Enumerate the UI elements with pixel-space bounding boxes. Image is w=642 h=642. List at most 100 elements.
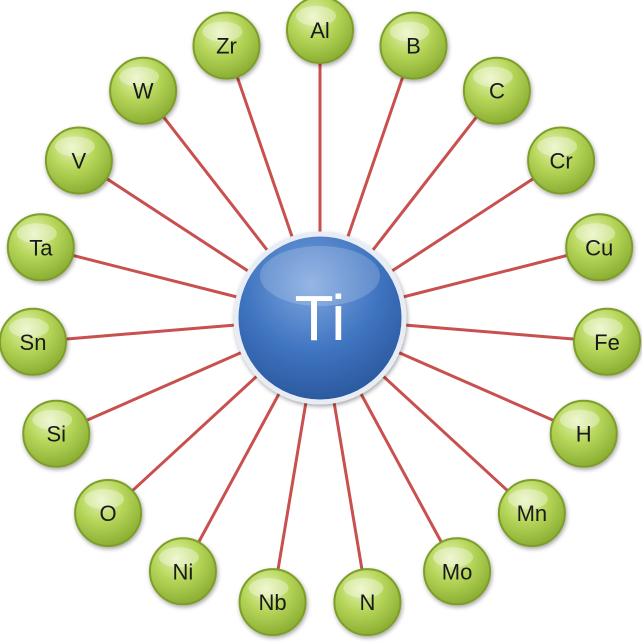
satellite-highlight <box>559 409 600 430</box>
satellite-highlight <box>202 21 243 42</box>
satellite-highlight <box>583 317 624 338</box>
center-node: Ti <box>233 231 407 405</box>
satellite-highlight <box>507 489 548 510</box>
satellite-node-c: C <box>462 56 531 125</box>
connector-line-n <box>331 396 364 572</box>
connector-line-c <box>367 114 480 256</box>
connector-line-mo <box>356 387 444 545</box>
satellite-node-mo: Mo <box>423 537 492 606</box>
satellite-highlight <box>248 578 289 599</box>
satellite-circle <box>0 307 67 376</box>
satellite-node-cu: Cu <box>565 213 634 282</box>
satellite-label: O <box>100 501 117 526</box>
satellite-label: C <box>489 79 505 104</box>
satellite-node-cr: Cr <box>527 126 596 195</box>
satellite-circle <box>497 479 566 548</box>
satellite-circle <box>74 479 143 548</box>
satellite-label: Sn <box>20 330 47 355</box>
connector-line-ta <box>70 253 243 300</box>
connector-line-si <box>84 348 248 423</box>
satellite-highlight <box>575 223 616 244</box>
satellite-circle <box>379 11 448 80</box>
satellite-highlight <box>16 223 57 244</box>
satellite-node-b: B <box>379 11 448 80</box>
satellite-circle <box>22 399 91 468</box>
satellite-highlight <box>119 66 160 87</box>
satellite-highlight <box>8 317 49 338</box>
satellite-label: Ta <box>29 235 53 260</box>
satellite-circle <box>44 126 113 195</box>
satellite-label: Si <box>46 422 66 447</box>
satellite-highlight <box>343 578 384 599</box>
satellite-circle <box>333 568 402 637</box>
connector-line-fe <box>399 323 577 341</box>
satellite-circle <box>109 56 178 125</box>
connector-line-nb <box>276 396 309 572</box>
satellite-circle <box>573 307 642 376</box>
satellite-node-ta: Ta <box>6 213 75 282</box>
satellite-label: N <box>359 590 375 615</box>
satellite-circle <box>565 213 634 282</box>
connector-line-cu <box>397 253 570 300</box>
satellite-node-h: H <box>549 399 618 468</box>
connector-line-v <box>104 176 254 276</box>
connector-line-mn <box>377 371 511 494</box>
satellite-circle <box>549 399 618 468</box>
satellite-highlight <box>158 547 199 568</box>
satellite-node-o: O <box>74 479 143 548</box>
satellite-highlight <box>32 409 73 430</box>
satellite-label: Cu <box>585 235 613 260</box>
satellite-node-w: W <box>109 56 178 125</box>
connector-line-cr <box>386 176 536 276</box>
connector-line-o <box>129 371 263 494</box>
connector-line-ni <box>196 387 284 545</box>
satellite-highlight <box>433 547 474 568</box>
satellite-node-ni: Ni <box>148 537 217 606</box>
satellite-label: W <box>133 79 154 104</box>
satellite-node-n: N <box>333 568 402 637</box>
connector-lines <box>63 61 577 572</box>
satellite-highlight <box>537 136 578 157</box>
satellite-label: Ni <box>173 559 194 584</box>
satellite-label: V <box>72 148 87 173</box>
satellite-circle <box>423 537 492 606</box>
satellite-highlight <box>54 136 95 157</box>
satellite-node-sn: Sn <box>0 307 67 376</box>
satellite-label: Mo <box>442 559 473 584</box>
satellite-node-al: Al <box>286 0 354 64</box>
satellite-node-mn: Mn <box>497 479 566 548</box>
satellite-label: Al <box>310 18 330 43</box>
satellite-label: H <box>576 422 592 447</box>
center-node-circle <box>233 231 407 405</box>
center-node-label: Ti <box>295 282 346 354</box>
satellite-node-v: V <box>44 126 113 195</box>
satellite-circle <box>462 56 531 125</box>
satellite-label: B <box>406 34 421 59</box>
satellite-node-si: Si <box>22 399 91 468</box>
connector-line-zr <box>235 74 296 243</box>
satellite-highlight <box>472 66 513 87</box>
satellite-node-zr: Zr <box>192 11 261 80</box>
satellite-label: Zr <box>216 34 237 59</box>
satellite-label: Mn <box>517 501 548 526</box>
satellite-circle <box>238 568 307 637</box>
satellite-circle <box>286 0 354 64</box>
connector-line-w <box>160 114 273 256</box>
connector-line-b <box>344 74 405 243</box>
satellite-highlight <box>84 489 125 510</box>
connector-line-sn <box>63 323 241 341</box>
satellite-highlight <box>296 6 336 26</box>
satellite-label: Fe <box>594 330 620 355</box>
satellite-circle <box>192 11 261 80</box>
satellite-node-nb: Nb <box>238 568 307 637</box>
satellite-highlight <box>389 21 430 42</box>
satellite-circle <box>148 537 217 606</box>
satellite-label: Cr <box>549 148 572 173</box>
satellite-circle <box>527 126 596 195</box>
satellite-circle <box>6 213 75 282</box>
connector-line-h <box>392 348 556 423</box>
satellite-label: Nb <box>259 590 287 615</box>
